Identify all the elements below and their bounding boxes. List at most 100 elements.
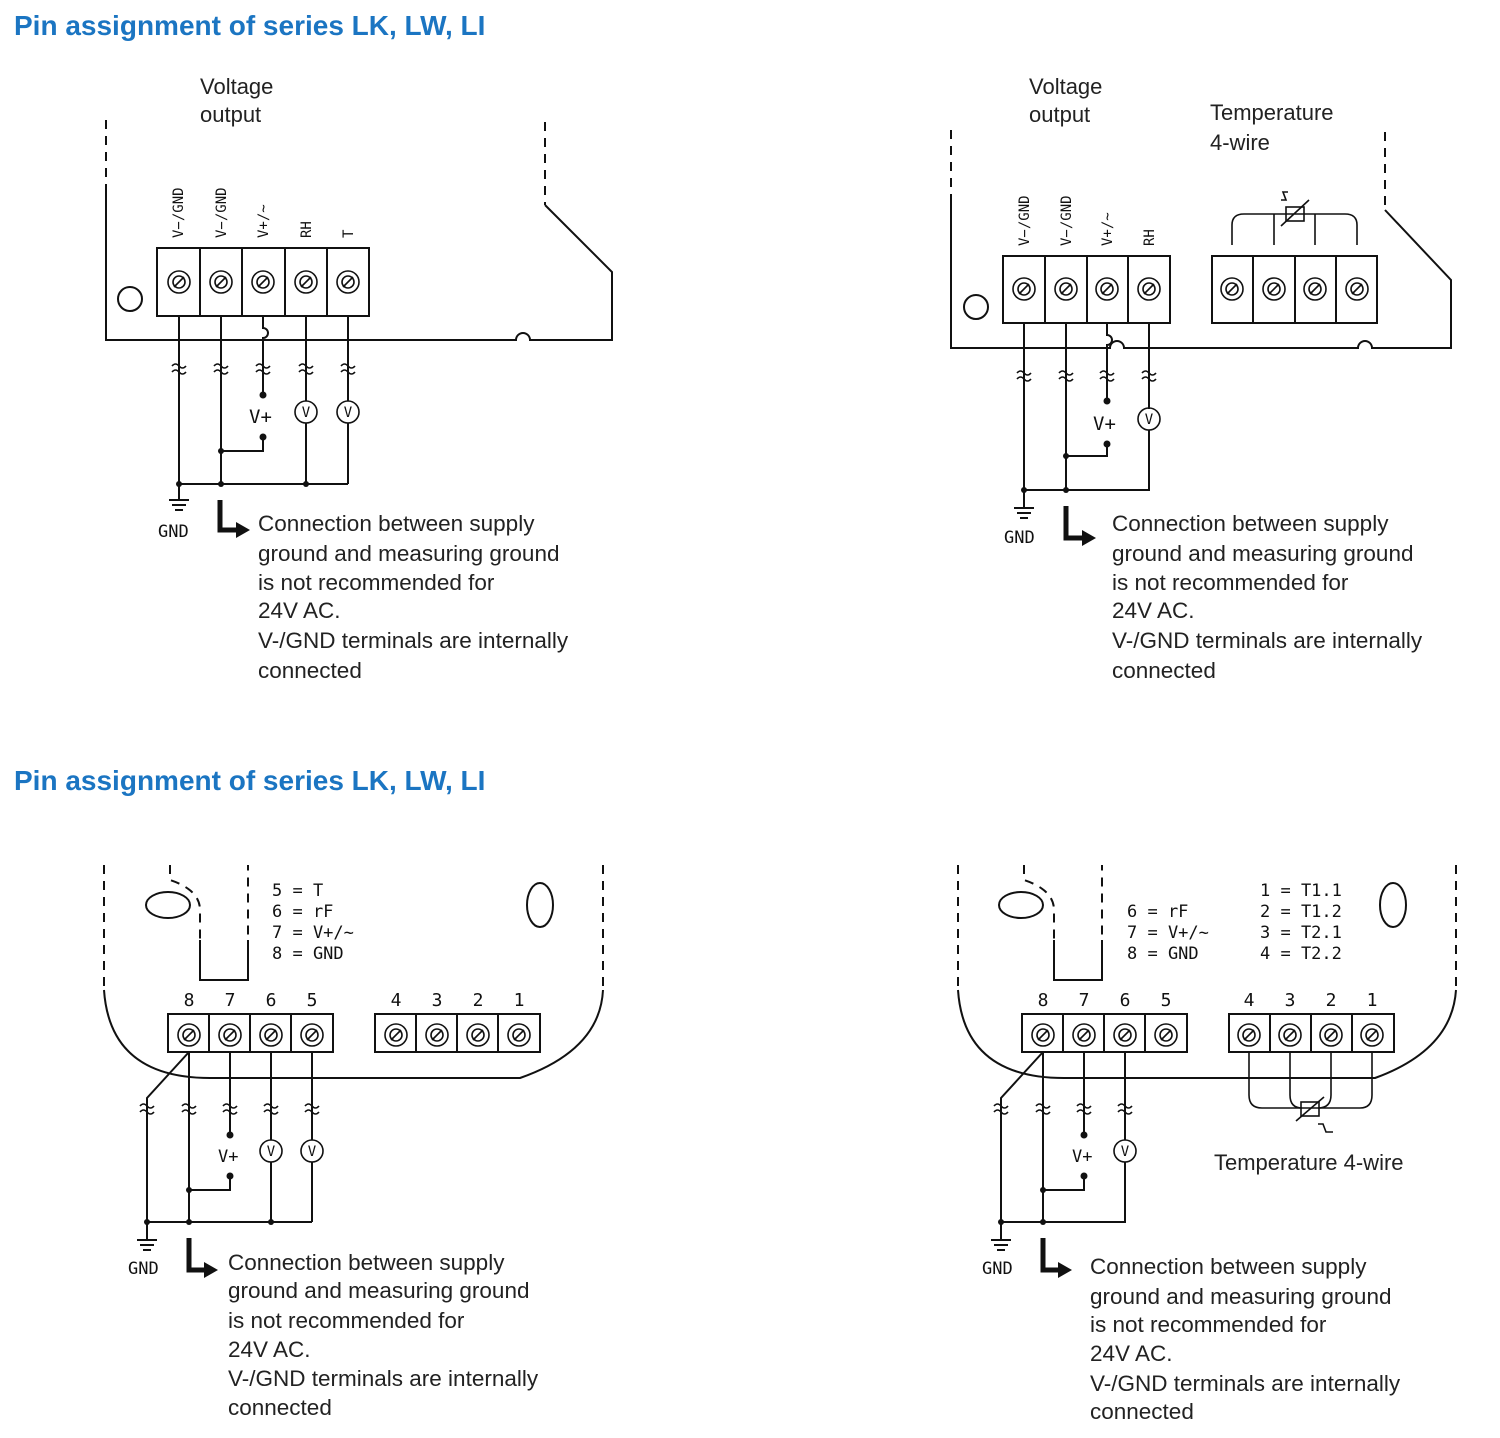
terminal-block [167, 1013, 334, 1053]
mounting-slot-icon [145, 891, 191, 919]
voltage-output-label-2: output [200, 102, 261, 127]
svg-text:3: 3 [432, 990, 443, 1011]
svg-text:V-/GND terminals are internall: V-/GND terminals are internally [228, 1366, 539, 1391]
terminal-label: V−/GND [171, 187, 187, 238]
pin-legend: 5 = T 6 = rF 7 = V+/~ 8 = GND [272, 881, 354, 964]
svg-text:ground and measuring ground: ground and measuring ground [258, 541, 559, 566]
svg-text:is not recommended for: is not recommended for [258, 570, 495, 595]
diagram-b: Voltage output Temperature 4-wire V−/GND… [950, 74, 1452, 683]
temperature-label-2: 4-wire [1210, 130, 1270, 155]
terminal-label: V−/GND [1059, 195, 1075, 246]
voltmeter-icon: V [336, 400, 360, 424]
arrow-icon [1063, 506, 1086, 541]
svg-text:V: V [1121, 1144, 1130, 1160]
svg-text:8: 8 [1038, 990, 1049, 1011]
svg-text:6 = rF: 6 = rF [272, 902, 333, 922]
diagram-c: 5 = T 6 = rF 7 = V+/~ 8 = GND 8 7 6 5 4 … [103, 865, 604, 1420]
voltmeter-icon: V [1137, 407, 1161, 431]
vplus-label: V+ [249, 406, 272, 428]
mounting-slot-icon [998, 891, 1044, 919]
svg-text:24V AC.: 24V AC. [258, 598, 341, 623]
thermistor-icon [1295, 1096, 1333, 1133]
pin-numbers: 8 7 6 5 4 3 2 1 [1038, 990, 1378, 1011]
diagram-d: 6 = rF 7 = V+/~ 8 = GND 1 = T1.1 2 = T1.… [957, 865, 1457, 1424]
svg-text:2: 2 [473, 990, 484, 1011]
ground-icon [1014, 507, 1034, 519]
svg-text:3: 3 [1285, 990, 1296, 1011]
svg-text:connected: connected [228, 1395, 332, 1420]
pin-legend: 6 = rF 7 = V+/~ 8 = GND 1 = T1.1 2 = T1.… [1127, 881, 1342, 964]
voltage-output-label-2: output [1029, 102, 1090, 127]
note-text: Connection between supply ground and mea… [1090, 1254, 1401, 1424]
terminal-block-temperature [374, 1013, 541, 1053]
svg-text:is not recommended for: is not recommended for [1112, 570, 1349, 595]
svg-text:1: 1 [514, 990, 525, 1011]
svg-text:connected: connected [258, 658, 362, 683]
thermistor-icon [1280, 191, 1310, 227]
terminal-block [156, 247, 370, 317]
terminal-label: V+/~ [256, 204, 272, 238]
svg-text:is not recommended for: is not recommended for [228, 1308, 465, 1333]
svg-text:V-/GND terminals are internall: V-/GND terminals are internally [258, 628, 569, 653]
svg-text:7: 7 [1079, 990, 1090, 1011]
svg-text:Connection between supply: Connection between supply [1112, 511, 1389, 536]
svg-text:V: V [1145, 412, 1154, 428]
svg-text:5 = T: 5 = T [272, 881, 323, 901]
gnd-label: GND [128, 1259, 159, 1279]
svg-text:1 = T1.1: 1 = T1.1 [1260, 881, 1342, 901]
note-text: Connection between supply ground and mea… [1112, 511, 1423, 683]
voltmeter-icon: V [294, 400, 318, 424]
svg-text:V-/GND terminals are internall: V-/GND terminals are internally [1112, 628, 1423, 653]
ground-icon [169, 499, 189, 511]
arrow-icon [1040, 1238, 1062, 1273]
svg-text:ground and measuring ground: ground and measuring ground [1090, 1284, 1391, 1309]
terminal-label: V−/GND [214, 187, 230, 238]
svg-text:24V AC.: 24V AC. [1112, 598, 1195, 623]
svg-text:4 = T2.2: 4 = T2.2 [1260, 944, 1342, 964]
ground-icon [991, 1239, 1011, 1251]
temperature-4wire-label: Temperature 4-wire [1214, 1150, 1404, 1175]
arrow-icon [186, 1238, 208, 1273]
svg-text:8 = GND: 8 = GND [272, 944, 344, 964]
vplus-label: V+ [1093, 413, 1116, 435]
mounting-slot-icon [526, 882, 554, 928]
svg-text:is not recommended for: is not recommended for [1090, 1312, 1327, 1337]
svg-text:5: 5 [1161, 990, 1172, 1011]
svg-text:2 = T1.2: 2 = T1.2 [1260, 902, 1342, 922]
temperature-label: Temperature [1210, 100, 1334, 125]
vplus-label: V+ [218, 1147, 238, 1167]
svg-text:7 = V+/~: 7 = V+/~ [1127, 923, 1209, 943]
svg-text:8 = GND: 8 = GND [1127, 944, 1199, 964]
svg-text:V: V [302, 405, 311, 421]
note-text: Connection between supply ground and mea… [228, 1250, 539, 1420]
voltage-output-label: Voltage [1029, 74, 1102, 99]
terminal-label: T [341, 229, 357, 238]
terminal-block [1021, 1013, 1188, 1053]
svg-text:2: 2 [1326, 990, 1337, 1011]
vplus-label: V+ [1072, 1147, 1092, 1167]
svg-text:5: 5 [307, 990, 318, 1011]
svg-text:V: V [308, 1144, 317, 1160]
gnd-label: GND [982, 1259, 1013, 1279]
mounting-slot-icon [1379, 882, 1407, 928]
svg-text:connected: connected [1090, 1399, 1194, 1424]
voltmeter-icon: V [300, 1139, 324, 1163]
svg-text:Connection between supply: Connection between supply [228, 1250, 505, 1275]
svg-text:V: V [344, 405, 353, 421]
svg-text:7: 7 [225, 990, 236, 1011]
terminal-block-temperature [1228, 1013, 1395, 1133]
diagram-a: Voltage output V−/GND V−/GND V+/~ RH T [105, 74, 613, 683]
svg-text:Connection between supply: Connection between supply [258, 511, 535, 536]
mounting-hole-icon [963, 294, 989, 320]
ground-icon [137, 1239, 157, 1251]
svg-text:1: 1 [1367, 990, 1378, 1011]
voltmeter-icon: V [259, 1139, 283, 1163]
terminal-label: RH [299, 221, 315, 238]
terminal-block [1002, 255, 1171, 324]
svg-text:ground and measuring ground: ground and measuring ground [1112, 541, 1413, 566]
gnd-label: GND [158, 522, 189, 542]
svg-text:4: 4 [1244, 990, 1255, 1011]
terminal-block-temperature [1211, 191, 1378, 324]
gnd-label: GND [1004, 528, 1035, 548]
